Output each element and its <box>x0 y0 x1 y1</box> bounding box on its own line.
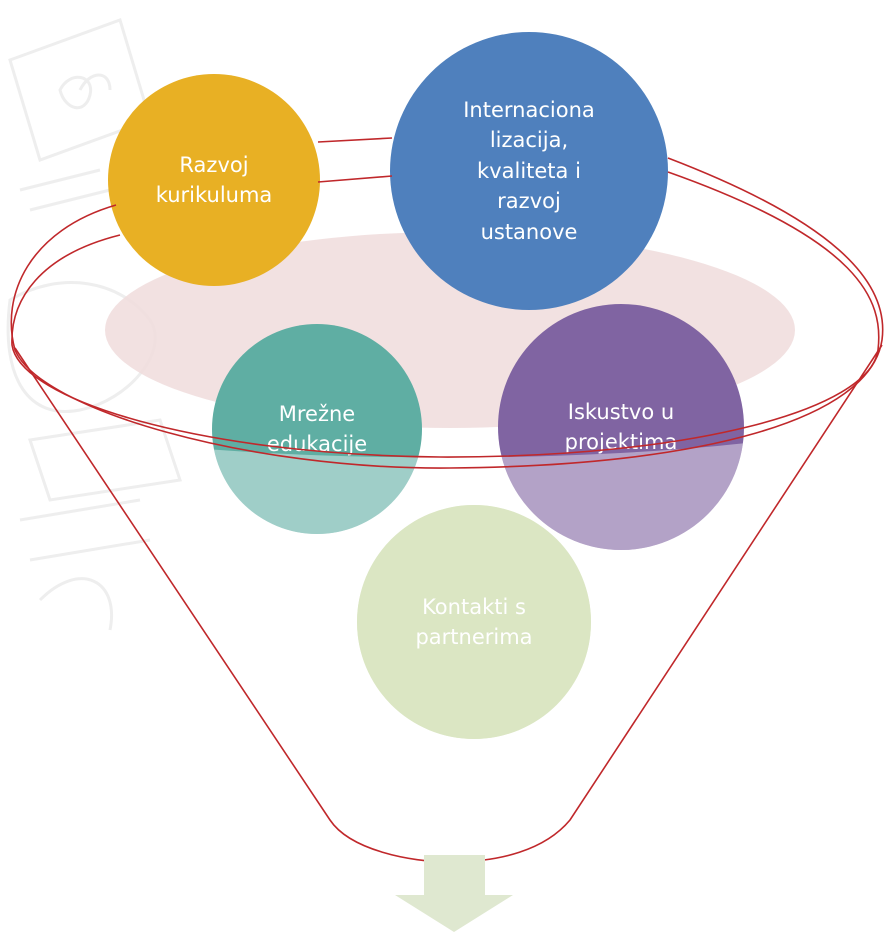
funnel-rim-inner <box>10 157 884 469</box>
node-iskustvo-u-projektima: Iskustvo u projektima <box>498 304 744 550</box>
node-internacionalizacija-label: Internaciona lizacija, kvaliteta i razvo… <box>463 97 595 244</box>
node-iskustvo-u-projektima-label: Iskustvo u projektima <box>564 399 678 454</box>
node-razvoj-kurikuluma: Razvoj kurikuluma <box>108 74 320 286</box>
node-mrezne-edukacije: Mrežne edukacije <box>212 324 422 534</box>
rim-segment-bottom <box>317 175 393 183</box>
rim-segment-top <box>317 137 393 143</box>
node-kontakti-s-partnerima-label: Kontakti s partnerima <box>415 592 532 653</box>
node-razvoj-kurikuluma-label: Razvoj kurikuluma <box>155 152 273 207</box>
node-kontakti-s-partnerima: Kontakti s partnerima <box>357 505 591 739</box>
node-mrezne-edukacije-label: Mrežne edukacije <box>266 401 368 456</box>
node-internacionalizacija: Internaciona lizacija, kvaliteta i razvo… <box>390 32 668 310</box>
